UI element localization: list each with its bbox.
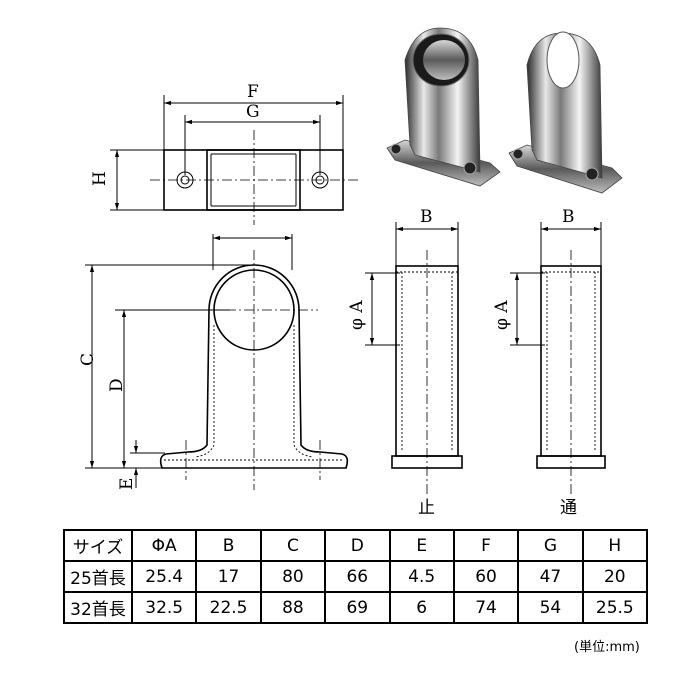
- table-header-cell: ΦA: [130, 529, 198, 562]
- table-header-cell: C: [259, 529, 327, 562]
- dimension-table: サイズ ΦA B C D E F G H 25首長 25.4 17 80 66 …: [63, 529, 649, 624]
- table-header-cell: D: [324, 529, 391, 562]
- dim-F-label: F: [247, 82, 259, 102]
- table-cell: 80: [259, 560, 327, 593]
- dim-G-label: G: [246, 102, 260, 122]
- dim-E-label: E: [117, 478, 137, 490]
- through-bracket-photo: [508, 31, 623, 194]
- table-header-cell: B: [195, 529, 262, 562]
- front-view: C D E: [78, 234, 349, 490]
- stop-bracket-photo: [386, 27, 501, 187]
- through-view-label: 通: [560, 498, 577, 518]
- table-row: 25首長 25.4 17 80 66 4.5 60 47 20: [63, 560, 649, 593]
- stop-dim-B-label: B: [420, 207, 433, 227]
- table-row-label: 32首長: [63, 591, 133, 624]
- unit-note: (単位:mm): [574, 640, 640, 655]
- table-cell: 17: [195, 560, 262, 593]
- stop-view-label: 止: [418, 498, 435, 518]
- through-dim-B-label: B: [562, 207, 575, 227]
- table-cell: 54: [517, 591, 584, 624]
- stop-dim-phiA-label: φ A: [347, 300, 367, 330]
- side-view-stop: B φ A 止: [347, 207, 463, 518]
- through-dim-phiA-label: φ A: [492, 300, 512, 330]
- table-cell: 60: [452, 560, 520, 593]
- top-view: F G H: [90, 82, 360, 225]
- table-header-cell: サイズ: [63, 529, 133, 562]
- table-cell: 25.5: [581, 591, 649, 624]
- table-cell: 6: [388, 591, 455, 624]
- table-cell: 69: [324, 591, 391, 624]
- table-cell: 20: [581, 560, 649, 593]
- table-cell: 47: [517, 560, 584, 593]
- table-cell: 25.4: [130, 560, 198, 593]
- table-cell: 22.5: [195, 591, 262, 624]
- table-header-cell: F: [452, 529, 520, 562]
- table-header-cell: E: [388, 529, 455, 562]
- dim-D-label: D: [107, 378, 127, 392]
- table-header-cell: H: [581, 529, 649, 562]
- table-row: 32首長 32.5 22.5 88 69 6 74 54 25.5: [63, 591, 649, 624]
- table-header-cell: G: [517, 529, 584, 562]
- side-view-through: B φ A 通: [492, 207, 606, 518]
- table-cell: 88: [259, 591, 327, 624]
- dim-H-label: H: [90, 171, 110, 186]
- table-cell: 4.5: [388, 560, 455, 593]
- dim-C-label: C: [78, 353, 98, 366]
- table-row-label: 25首長: [63, 560, 133, 593]
- table-cell: 32.5: [130, 591, 198, 624]
- table-cell: 66: [324, 560, 391, 593]
- table-cell: 74: [452, 591, 520, 624]
- table-header-row: サイズ ΦA B C D E F G H: [63, 529, 649, 562]
